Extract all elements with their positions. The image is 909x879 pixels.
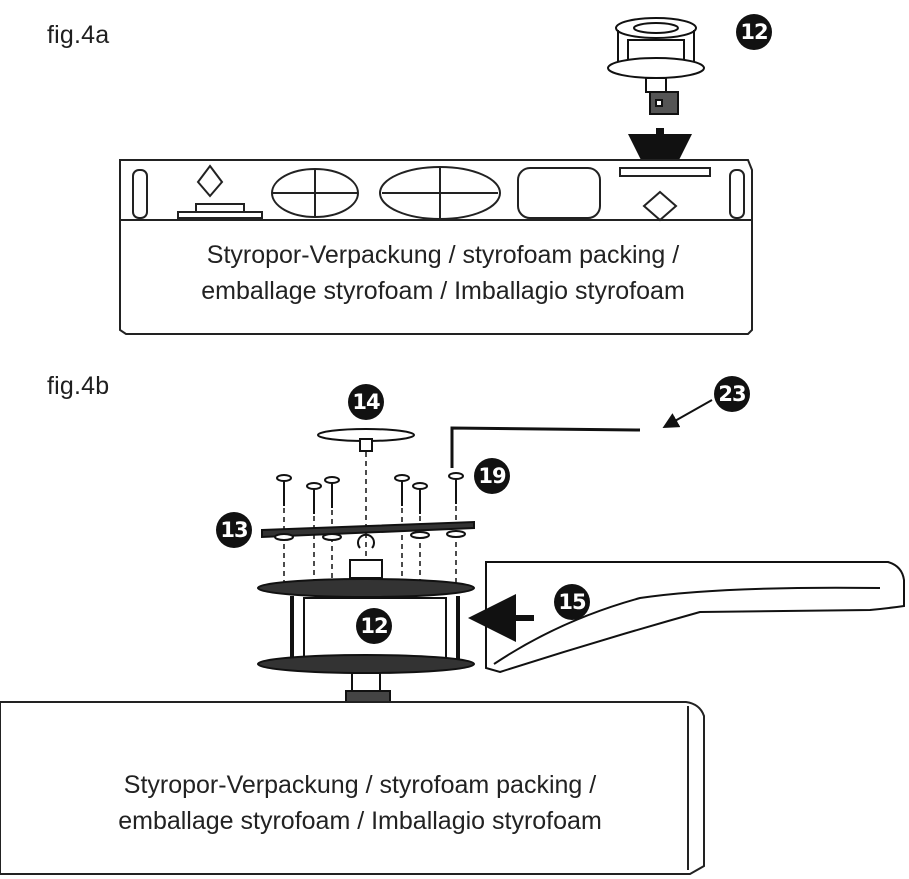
fig4a-styrofoam-box — [119, 159, 753, 335]
callout-14: 14 — [348, 384, 384, 420]
callout-15: 15 — [554, 584, 590, 620]
callout-12-fig4b: 12 — [356, 608, 392, 644]
fig4a-packing-text: Styropor-Verpackung / styrofoam packing … — [140, 237, 746, 309]
callout-19: 19 — [474, 458, 510, 494]
fig4b-packing-line2: emballage styrofoam / Imballagio styrofo… — [118, 807, 602, 835]
callout-13: 13 — [216, 512, 252, 548]
fig4b-plate-part13 — [261, 520, 475, 549]
fig4b-styrofoam-box — [0, 701, 705, 875]
fig4a-packing-line1: Styropor-Verpackung / styrofoam packing … — [206, 241, 680, 269]
callout-23: 23 — [714, 376, 750, 412]
fig4b-cap-part14 — [317, 428, 415, 452]
fig4b-screws-part19 — [276, 472, 464, 514]
fig4b-label: fig.4b — [47, 372, 110, 400]
fig4a-packing-line2: emballage styrofoam / Imballagio styrofo… — [201, 277, 685, 305]
fig4b-packing-line1: Styropor-Verpackung / styrofoam packing … — [123, 771, 597, 799]
fig4b-allen-key-part23 — [450, 426, 641, 468]
fig4a-spool-part12 — [607, 17, 705, 115]
fig4b-arrow-23 — [662, 399, 713, 428]
fig4b-packing-text: Styropor-Verpackung / styrofoam packing … — [50, 767, 670, 839]
callout-12-fig4a: 12 — [736, 14, 772, 50]
fig4b-arm-part15 — [485, 561, 905, 674]
fig4a-label: fig.4a — [47, 21, 110, 49]
